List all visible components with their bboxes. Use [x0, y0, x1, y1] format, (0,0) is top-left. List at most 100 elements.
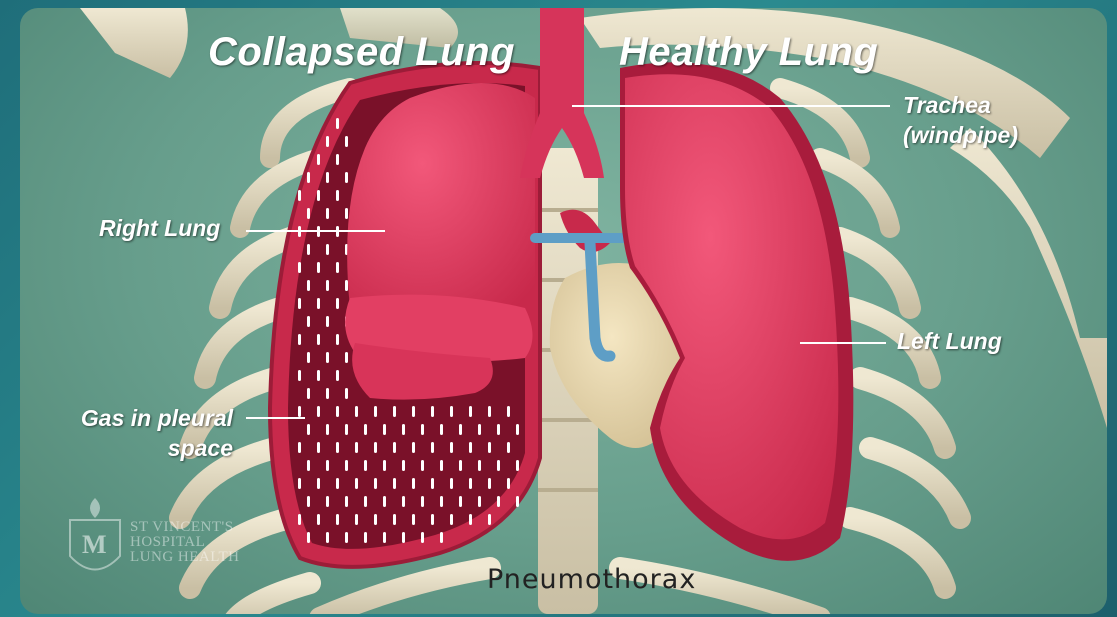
gas-dash — [469, 514, 472, 525]
gas-dash — [516, 460, 519, 471]
gas-dash — [326, 280, 329, 291]
gas-dash — [298, 478, 301, 489]
gas-dash — [307, 244, 310, 255]
gas-dash — [317, 334, 320, 345]
gas-dash — [393, 442, 396, 453]
gas-dash — [317, 514, 320, 525]
gas-dash — [393, 406, 396, 417]
gas-dash — [307, 424, 310, 435]
gas-dash — [355, 514, 358, 525]
gas-dash — [336, 118, 339, 129]
gas-dash — [516, 424, 519, 435]
gas-dash — [345, 280, 348, 291]
gas-dash — [307, 208, 310, 219]
hospital-logo-text: ST VINCENT'S HOSPITAL LUNG HEALTH — [130, 520, 240, 565]
gas-dash — [450, 478, 453, 489]
gas-dash — [345, 496, 348, 507]
gas-dash — [326, 352, 329, 363]
gas-dash — [402, 424, 405, 435]
gas-dash — [317, 298, 320, 309]
gas-dash — [478, 424, 481, 435]
gas-dash — [497, 496, 500, 507]
right-lung-label: Right Lung — [99, 213, 220, 243]
gas-dash — [497, 460, 500, 471]
gas-dash — [383, 460, 386, 471]
gas-dash — [488, 442, 491, 453]
gas-dash — [298, 334, 301, 345]
gas-dash — [336, 478, 339, 489]
gas-dash — [336, 334, 339, 345]
gas-dash — [507, 478, 510, 489]
gas-dash — [326, 460, 329, 471]
gas-dash — [355, 442, 358, 453]
gas-dash — [383, 532, 386, 543]
gas-dash — [336, 154, 339, 165]
gas-dash — [402, 532, 405, 543]
gas-dash — [364, 496, 367, 507]
gas-dash — [307, 532, 310, 543]
gas-dash — [307, 460, 310, 471]
gas-dash — [345, 172, 348, 183]
gas-dash — [431, 478, 434, 489]
gas-dash — [336, 370, 339, 381]
gas-dash — [393, 478, 396, 489]
gas-dash — [412, 442, 415, 453]
gas-dash — [497, 424, 500, 435]
gas-dash — [307, 496, 310, 507]
gas-dash — [488, 406, 491, 417]
gas-dash — [488, 514, 491, 525]
gas-dash — [507, 406, 510, 417]
gas-dash — [374, 514, 377, 525]
gas-dash — [345, 532, 348, 543]
gas-dash — [450, 514, 453, 525]
gas-dash — [336, 406, 339, 417]
gas-dash — [326, 496, 329, 507]
gas-dash — [355, 478, 358, 489]
gas-dash — [336, 262, 339, 273]
gas-dash — [307, 316, 310, 327]
gas-dash — [364, 460, 367, 471]
gas-dash — [383, 496, 386, 507]
gas-dash — [298, 370, 301, 381]
gas-dash — [459, 460, 462, 471]
gas-dash — [374, 406, 377, 417]
gas-dash — [440, 496, 443, 507]
gas-dash — [374, 442, 377, 453]
gas-dash — [450, 442, 453, 453]
gas-dash — [355, 406, 358, 417]
gas-dash — [326, 172, 329, 183]
gas-dash — [317, 406, 320, 417]
gas-dash — [431, 514, 434, 525]
gas-dash — [317, 370, 320, 381]
gas-dash — [393, 514, 396, 525]
pneumothorax-caption: Pneumothorax — [487, 564, 696, 595]
illustration-frame: Collapsed Lung Healthy Lung Trachea (win… — [20, 8, 1107, 614]
gas-dash — [307, 172, 310, 183]
gas-dash — [326, 208, 329, 219]
trachea-label: Trachea (windpipe) — [903, 90, 1018, 150]
logo-monogram: M — [82, 530, 107, 560]
gas-dash — [516, 496, 519, 507]
gas-dash — [317, 154, 320, 165]
gas-dash — [336, 442, 339, 453]
gas-dash — [440, 532, 443, 543]
gas-dash — [326, 388, 329, 399]
gas-dash — [469, 442, 472, 453]
gas-dash — [326, 316, 329, 327]
gas-dash — [326, 136, 329, 147]
gas-dash — [298, 262, 301, 273]
gas-dash — [326, 424, 329, 435]
gas-dash — [374, 478, 377, 489]
gas-dash — [345, 424, 348, 435]
gas-dash — [459, 496, 462, 507]
gas-dash — [450, 406, 453, 417]
gas-dash — [307, 280, 310, 291]
gas-dash — [478, 496, 481, 507]
gas-dash — [317, 442, 320, 453]
gas-dash — [478, 460, 481, 471]
gas-dash — [364, 424, 367, 435]
gas-dash — [298, 406, 301, 417]
gas-dash — [421, 496, 424, 507]
gas-dash — [364, 532, 367, 543]
gas-dash — [459, 424, 462, 435]
